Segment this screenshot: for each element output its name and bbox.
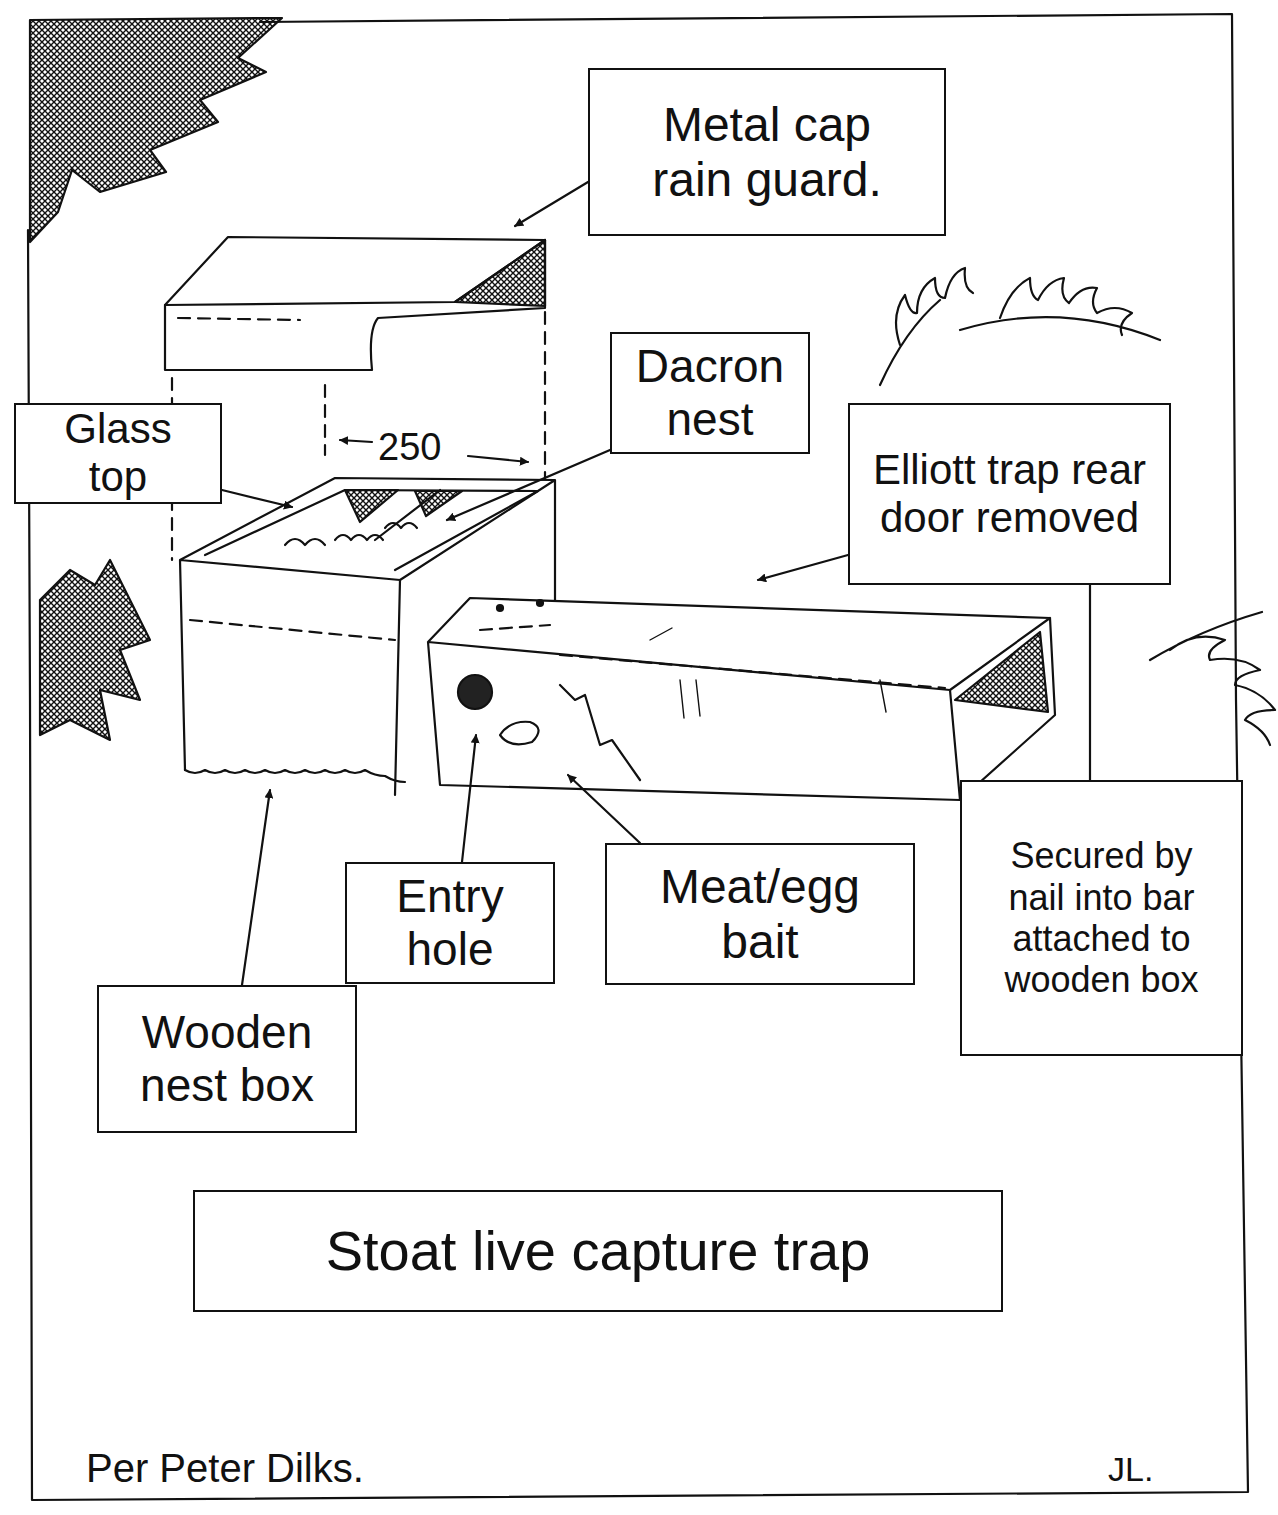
rain-guard-edge [165,240,545,305]
leader-arrow [222,490,292,507]
nest-box-dash [190,620,395,640]
foliage-hatch [40,560,150,740]
elliott-trap-shade [955,632,1048,712]
leader-arrow [447,450,610,520]
leader-arrow [515,182,588,226]
callout-text: Wooden nest box [122,1006,332,1112]
foliage-hatch [30,18,282,242]
label-box: Metal cap rain guard. [588,68,946,236]
connector-line [1089,585,1091,780]
callout-text: Entry hole [365,870,535,976]
label-box: Elliott trap rear door removed [848,403,1171,585]
fern-sketch [1150,612,1275,745]
elliott-trap-dash [480,625,945,688]
gloss-mark [650,628,886,718]
signature-text: Per Peter Dilks. [86,1448,364,1488]
label-box: Dacron nest [610,332,810,454]
dacron-nest [285,523,417,545]
nest-box-base [185,770,405,782]
label-box: Secured by nail into bar attached to woo… [960,780,1243,1056]
fern-sketch [880,268,1160,385]
entry-hole [458,675,492,709]
page-frame [28,14,1248,1500]
crack-line [560,685,640,780]
rivet [497,605,503,611]
glass-top-shade [345,490,462,522]
nest-box [180,478,555,795]
label-box: Entry hole [345,862,555,984]
elliott-trap [428,598,1055,800]
leader-arrow [462,735,476,862]
callout-text: Secured by nail into bar attached to woo… [982,835,1222,1001]
rain-guard-cap [165,237,545,370]
rivet [537,600,543,606]
dimension-arrow [340,440,372,442]
dimension-arrow [468,456,528,462]
callout-text: Elliott trap rear door removed [867,446,1152,543]
dimension-label: 250 [378,428,441,466]
callout-text: Glass top [33,405,203,502]
label-box: Wooden nest box [97,985,357,1133]
leader-arrow [758,555,848,580]
callout-text: Metal cap rain guard. [632,97,902,207]
leader-arrow [568,775,640,843]
rain-guard-shade [455,240,545,306]
leader-arrow [242,790,270,985]
signature-text: JL. [1108,1452,1153,1486]
label-box: Glass top [14,403,222,504]
label-box: Meat/egg bait [605,843,915,985]
callout-text: Meat/egg bait [635,859,885,969]
title-box: Stoat live capture trap [193,1190,1003,1312]
callout-text: Dacron nest [625,340,795,446]
meat-bait [500,722,539,745]
